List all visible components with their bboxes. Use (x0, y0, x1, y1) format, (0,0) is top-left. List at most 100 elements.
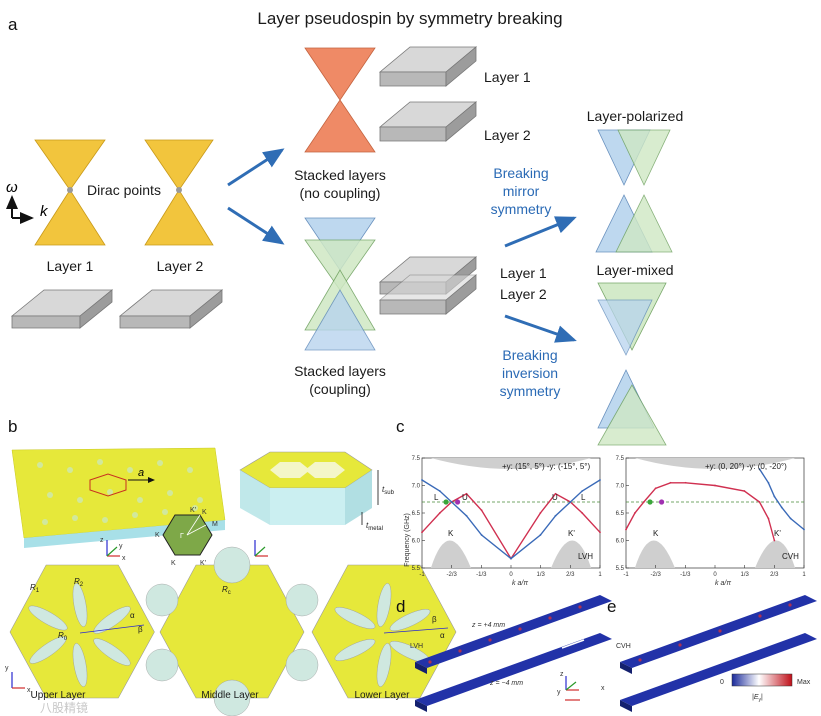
axes-triad-d: z y x (557, 671, 605, 696)
r0-label: R0 (58, 631, 68, 642)
c-right-band-K: K (653, 529, 659, 538)
arrow-inversion (504, 314, 577, 343)
band-data-point (539, 534, 542, 536)
band-data-point (743, 490, 746, 492)
y-tick-label: 7.5 (412, 456, 421, 462)
mode-marker-purple (455, 499, 461, 505)
x-tick-label: 1 (598, 572, 602, 578)
dirac-cone-layer1 (34, 139, 106, 246)
band-data-point (599, 479, 601, 481)
breaking-inversion-line3: symmetry (500, 383, 561, 399)
axes-triad-b-top: z y x (100, 537, 126, 562)
slab-layer2 (118, 289, 224, 329)
band-data-point (539, 512, 542, 514)
layer1-label-left: Layer 1 (47, 258, 94, 274)
panel-label-b: b (8, 417, 17, 436)
band-data-point (465, 492, 468, 495)
lower-layer-label: Lower Layer (354, 690, 410, 701)
layer2-label-top: Layer 2 (484, 127, 531, 143)
layer1-label-stacked: Layer 1 (500, 265, 547, 281)
arrow-to-no-coupling (227, 148, 285, 187)
layer-polarized-label: Layer-polarized (587, 108, 684, 124)
c-left-band-U2: U (552, 493, 558, 502)
band-data-point (634, 512, 636, 514)
y-tick-label: 6.0 (412, 539, 421, 545)
x-tick-label: -1 (419, 572, 425, 578)
mode-marker-green (443, 499, 449, 505)
band-data-point (684, 481, 687, 484)
layer2-label-stacked: Layer 2 (500, 286, 547, 302)
band-data-point (767, 481, 770, 484)
mode-marker-green (647, 499, 653, 505)
x-tick-label: 1/3 (536, 572, 545, 578)
figure-title: Layer pseudospin by symmetry breaking (257, 9, 562, 28)
brillouin-zone: K K' M K Γ K' K (155, 507, 218, 567)
panel-label-a: a (8, 15, 18, 34)
c-right-band-Kp: K' (774, 529, 781, 538)
layer-mixed-label: Layer-mixed (596, 262, 673, 278)
slab-layer1 (10, 289, 114, 329)
c-left-tag: LVH (578, 552, 593, 561)
axis-y-label-bottom: y (5, 665, 9, 672)
mode-marker-purple (659, 499, 665, 505)
bulk-band-bottom-left (430, 540, 471, 568)
breaking-mirror-line3: symmetry (491, 201, 552, 217)
band-data-point (438, 490, 441, 492)
band-data-point (654, 487, 657, 490)
x-tick-label: -2/3 (650, 572, 661, 578)
omega-label: ω (6, 179, 18, 196)
omega-k-axes: ω k (5, 179, 49, 224)
band-data-point (714, 484, 716, 487)
x-tick-label: 1 (802, 572, 806, 578)
band-data-point (554, 492, 557, 495)
c-ylabel: Frequency (GHz) (404, 513, 411, 567)
bz-gamma-label: Γ (180, 533, 184, 540)
slab-stacked (378, 256, 478, 315)
y-tick-label: 6.5 (412, 511, 421, 517)
stacked-no-coupling-line1: Stacked layers (294, 167, 386, 183)
colorbar-min: 0 (720, 679, 724, 686)
panel-label-e: e (607, 597, 616, 616)
bz-Kp-label-bottom: K' (200, 560, 206, 567)
d-z-top: z = +4 mm (471, 622, 505, 629)
axes-triad-b-right (254, 540, 268, 557)
c-left-band-L1: L (434, 493, 439, 502)
beta-label-lower: β (432, 615, 437, 624)
bz-K-label-left: K (155, 532, 160, 539)
panel-label-d: d (396, 597, 405, 616)
upper-layer-label: Upper Layer (30, 690, 86, 701)
y-tick-label: 5.5 (616, 566, 625, 572)
alpha-label-upper: α (130, 611, 135, 620)
axis-z-label: z (100, 537, 104, 544)
e-tag: CVH (616, 643, 631, 650)
c-left-band-Kp: K' (568, 529, 575, 538)
band-data-point (480, 534, 483, 536)
band-data-point (625, 528, 627, 531)
cones-layer-polarized (595, 129, 673, 253)
band-data-point (642, 501, 645, 503)
watermark: 八股精镜 (40, 700, 88, 715)
band-data-point (438, 512, 441, 514)
rc-label: Rc (222, 585, 231, 596)
axes-triad-b-bottom: y x (5, 665, 31, 694)
cone-coupling (304, 217, 376, 351)
band-data-point (581, 512, 584, 514)
x-tick-label: -2/3 (446, 572, 457, 578)
beta-label-upper: β (138, 625, 143, 634)
layer1-label-top: Layer 1 (484, 69, 531, 85)
c-left-band-K: K (448, 529, 454, 538)
cone-no-coupling (304, 47, 376, 153)
stacked-coupling-line2: (coupling) (309, 381, 370, 397)
c-left-band-L2: L (581, 493, 586, 502)
x-tick-label: 0 (713, 572, 717, 578)
bulk-band-top (430, 458, 592, 469)
y-tick-label: 7.5 (616, 456, 625, 462)
band-data-point (450, 501, 453, 503)
bz-K-label-bottom: K (171, 560, 176, 567)
x-tick-label: 1/3 (740, 572, 749, 578)
band-data-point (581, 490, 584, 492)
bz-M-label: M (212, 521, 218, 528)
axis-x-label: x (122, 555, 126, 562)
